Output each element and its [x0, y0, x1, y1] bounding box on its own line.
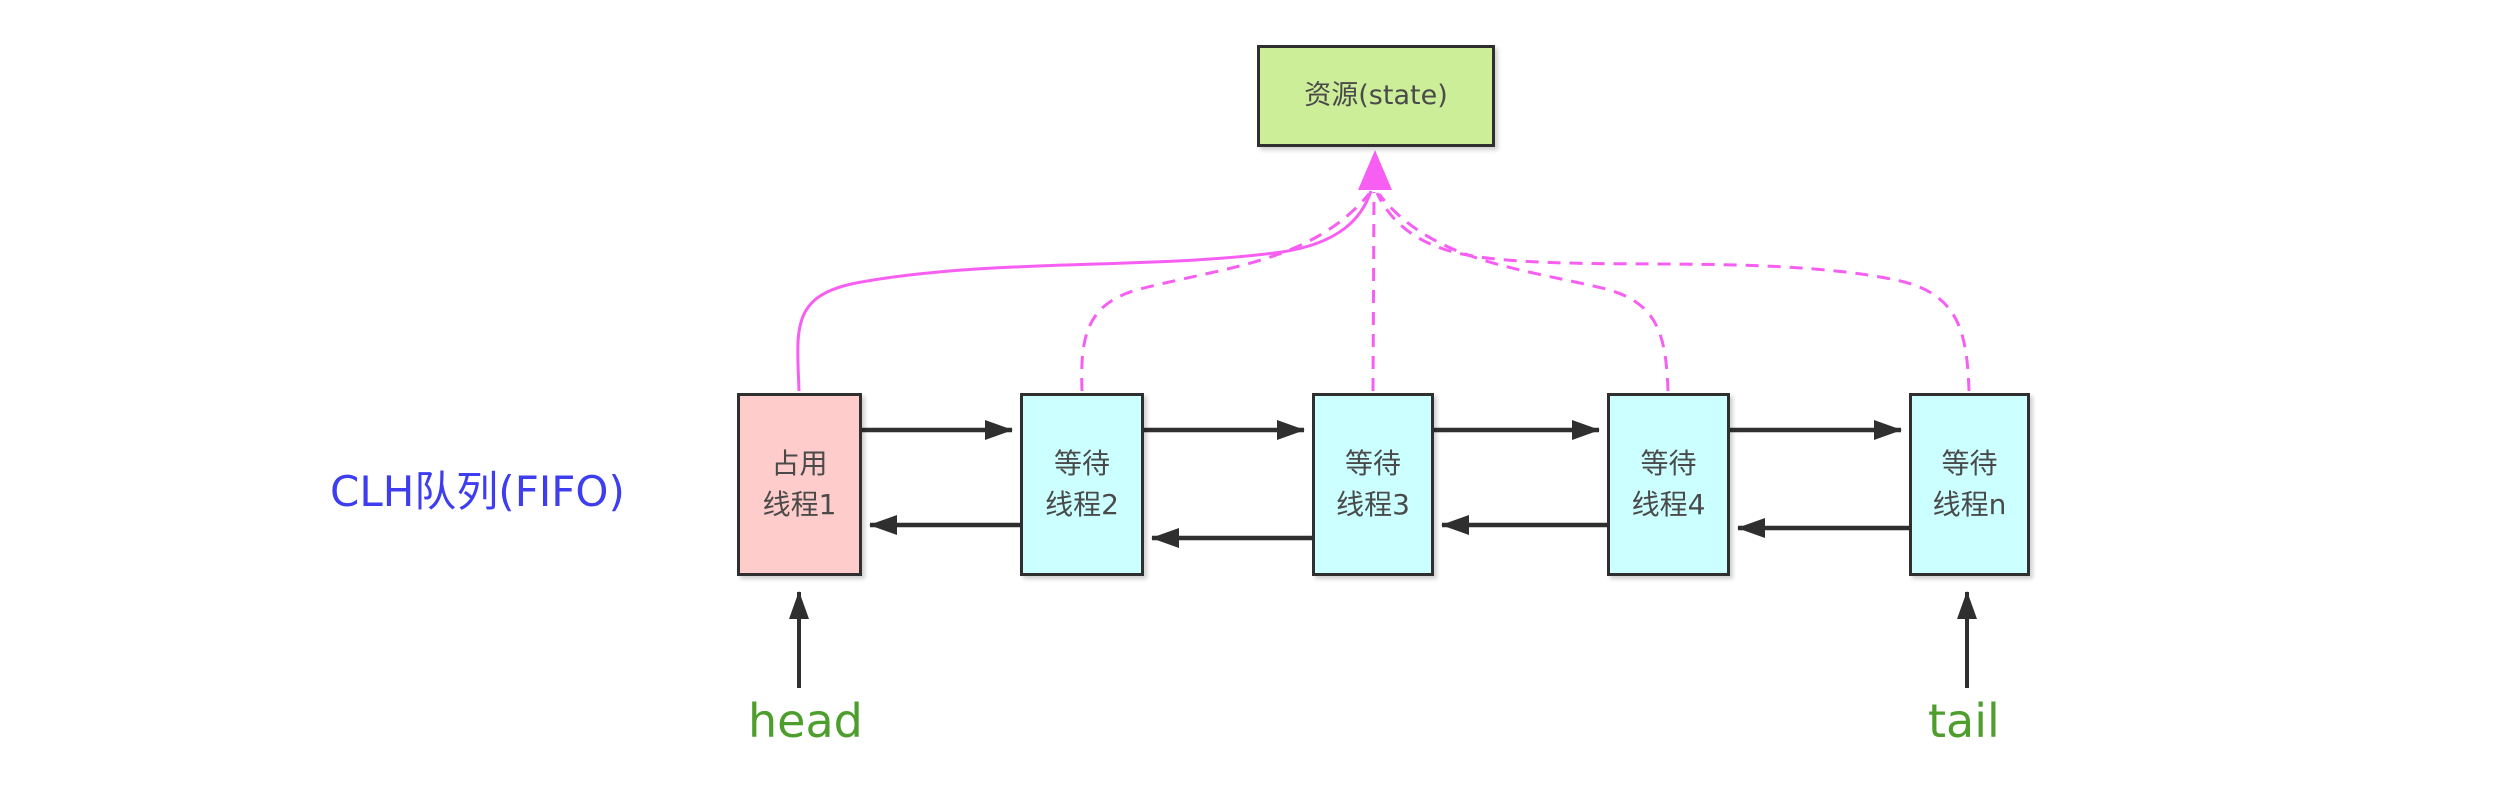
resource-arrowhead	[1358, 150, 1392, 190]
thread-node-2: 等待 线程2	[1020, 393, 1144, 576]
tail-pointer-label: tail	[1928, 694, 2000, 748]
thread-node-1: 占用 线程1	[737, 393, 862, 576]
clh-queue-label: CLH队列(FIFO)	[330, 467, 625, 516]
thread-node-3: 等待 线程3	[1312, 393, 1434, 576]
resource-link-thread1	[796, 190, 1373, 392]
thread-node-4: 等待 线程4	[1607, 393, 1730, 576]
head-pointer-label: head	[748, 694, 863, 748]
thread-node-3-line2: 线程3	[1336, 487, 1410, 521]
resource-link-thread2	[1080, 193, 1371, 392]
thread-node-2-line2: 线程2	[1045, 487, 1119, 521]
thread-node-1-line2: 线程1	[762, 487, 837, 521]
thread-node-2-line1: 等待	[1053, 446, 1110, 480]
resource-state-label: 资源(state)	[1304, 80, 1448, 112]
thread-node-3-line1: 等待	[1344, 446, 1401, 480]
thread-node-1-line1: 占用	[771, 446, 828, 480]
thread-node-4-line2: 线程4	[1631, 487, 1706, 521]
resource-link-thread4	[1377, 193, 1670, 392]
resource-link-thread3	[1371, 191, 1376, 392]
thread-node-n: 等待 线程n	[1909, 393, 2030, 576]
resource-link-threadn	[1375, 192, 1971, 392]
thread-node-n-line1: 等待	[1941, 446, 1998, 480]
resource-state-box: 资源(state)	[1257, 45, 1495, 147]
thread-node-4-line1: 等待	[1640, 446, 1697, 480]
thread-node-n-line2: 线程n	[1932, 487, 2007, 521]
